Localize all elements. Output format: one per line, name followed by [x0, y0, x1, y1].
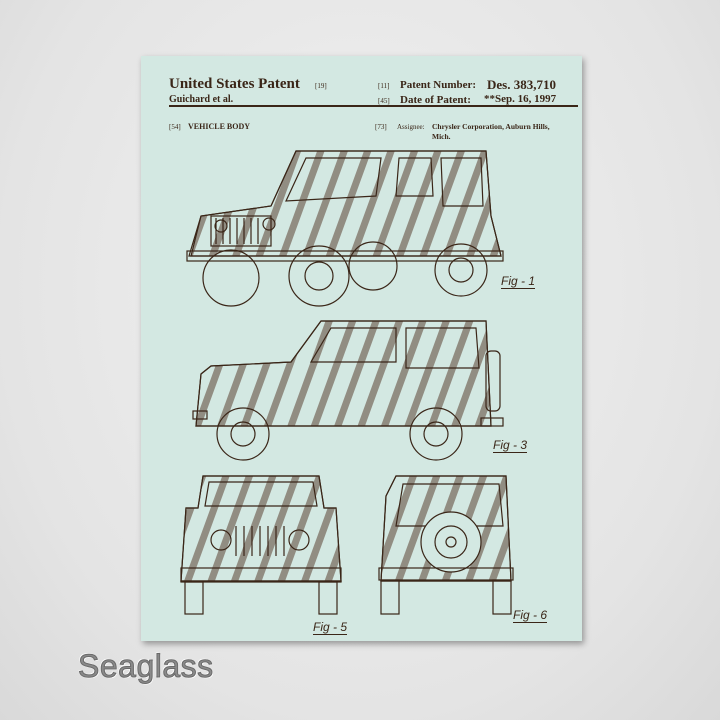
assignee-value-2: Mich. — [432, 132, 451, 141]
date-value: **Sep. 16, 1997 — [484, 93, 557, 105]
date-ref: [45] — [378, 97, 390, 105]
header-rule — [169, 105, 578, 107]
figure-3-drawing — [192, 320, 504, 461]
figure-5-drawing — [180, 475, 342, 615]
figure-5-label: Fig - 5 — [313, 620, 348, 635]
figure-1-drawing — [186, 150, 504, 307]
patent-title: United States Patent — [169, 76, 300, 92]
number-ref: [11] — [378, 82, 390, 90]
inventor: Guichard et al. — [169, 94, 234, 105]
patent-print: United States Patent [19] Guichard et al… — [141, 56, 582, 641]
number-value: Des. 383,710 — [487, 77, 556, 92]
patent-name: VEHICLE BODY — [188, 122, 251, 131]
assignee-label: Assignee: — [397, 123, 425, 131]
assignee-value: Chrysler Corporation, Auburn Hills, — [432, 122, 550, 131]
assignee-ref: [73] — [375, 123, 387, 131]
patent-drawings — [180, 150, 514, 615]
product-color-label: Seaglass — [78, 648, 214, 685]
title-ref: [19] — [315, 82, 327, 90]
figure-6-drawing — [378, 475, 514, 615]
date-label: Date of Patent: — [400, 94, 471, 106]
number-label: Patent Number: — [400, 79, 477, 91]
name-ref: [54] — [169, 123, 181, 131]
figure-6-label: Fig - 6 — [513, 608, 548, 623]
figure-3-label: Fig - 3 — [493, 438, 528, 453]
figure-1-label: Fig - 1 — [501, 274, 536, 289]
